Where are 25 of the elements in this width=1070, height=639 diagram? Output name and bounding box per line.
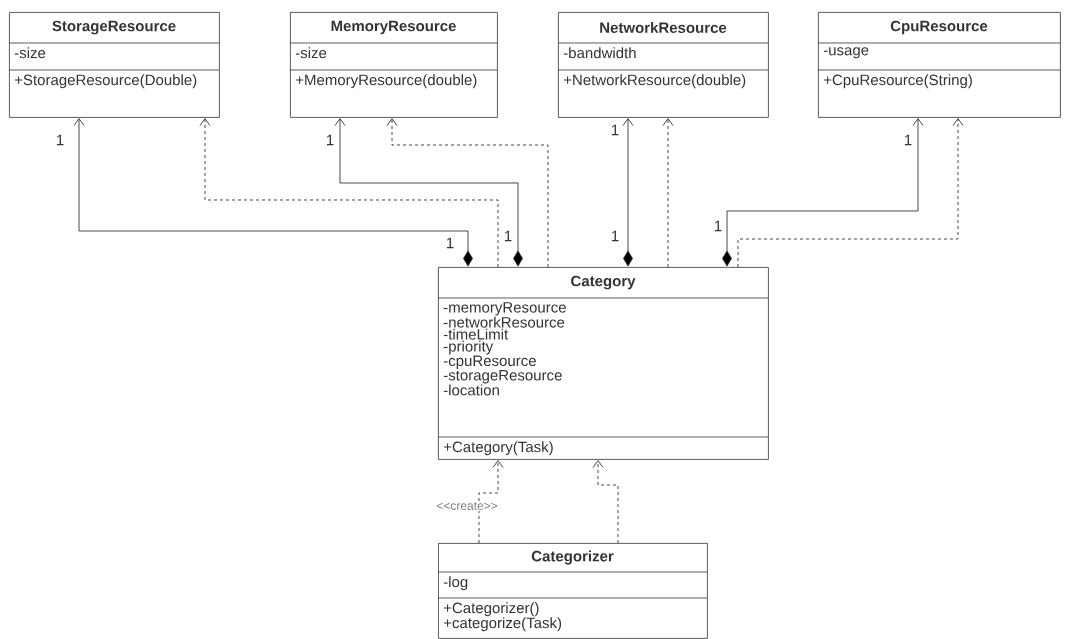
class-box: MemoryResource -size +MemoryResource(double) xyxy=(289,12,498,118)
multiplicity-label: 1 xyxy=(505,230,512,242)
dependency-arrow xyxy=(592,460,619,544)
class-box: Categorizer -log +Categorizer() +categorize(Task) xyxy=(437,543,708,639)
composition-arrow xyxy=(73,118,473,267)
multiplicity-label: 1 xyxy=(612,230,619,242)
dependency-arrow xyxy=(737,118,964,268)
class-box: CpuResource -usage +CpuResource(String) xyxy=(817,12,1061,118)
composition-arrow xyxy=(722,118,924,267)
edge-label: <<create>> xyxy=(435,501,499,511)
dependency-arrow xyxy=(386,118,549,268)
class-box: Category -memoryResource -networkResource -timeLimit -priority -cpuResource -storageResource -location +Category(Task) xyxy=(437,267,769,460)
class-box: StorageResource -size +StorageResource(Double) xyxy=(8,12,220,118)
dependency-arrow xyxy=(199,118,499,268)
dependency-arrow xyxy=(478,460,504,544)
composition-arrow xyxy=(334,118,523,267)
dependency-arrow xyxy=(662,118,674,268)
multiplicity-label: 1 xyxy=(715,220,722,232)
multiplicity-label: 1 xyxy=(447,237,454,249)
multiplicity-label: 1 xyxy=(905,134,912,146)
multiplicity-label: 1 xyxy=(57,134,64,146)
composition-arrow xyxy=(622,118,634,267)
multiplicity-label: 1 xyxy=(612,124,619,136)
multiplicity-label: 1 xyxy=(327,134,334,146)
class-box: NetworkResource -bandwidth +NetworkResource(double) xyxy=(557,12,769,118)
